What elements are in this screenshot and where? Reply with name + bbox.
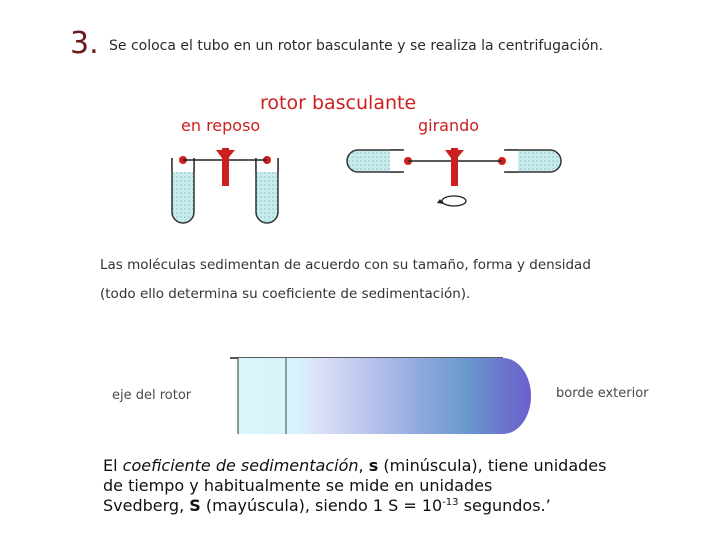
sedimentation-tube: [230, 357, 531, 434]
step-text: Se coloca el tubo en un rotor basculante…: [109, 38, 604, 54]
rest-label: en reposo: [181, 116, 261, 135]
tube-spin-left: [346, 149, 402, 173]
paragraph-line-3: Svedberg, S (mayúscula), siendo 1 S = 10…: [103, 496, 551, 515]
tube-left: [171, 158, 195, 224]
rotor-spinning-diagram: [346, 148, 562, 207]
description-line-2: (todo ello determina su coeficiente de s…: [100, 286, 471, 302]
rotation-arrow-icon: [441, 195, 467, 207]
step-number: 3.: [70, 26, 99, 61]
rotor-rest-diagram: [171, 148, 279, 224]
description-line-1: Las moléculas sedimentan de acuerdo con …: [100, 257, 591, 273]
tube-right: [255, 158, 279, 224]
diagram-title: rotor basculante: [260, 92, 417, 114]
spin-label: girando: [418, 116, 480, 135]
rotor-axis-label: eje del rotor: [112, 388, 192, 403]
tube-spin-right: [506, 149, 562, 173]
paragraph-line-1: El coeficiente de sedimentación, s (minú…: [103, 456, 607, 475]
paragraph-line-2: de tiempo y habitualmente se mide en uni…: [103, 476, 493, 495]
outer-edge-label: borde exterior: [556, 386, 649, 401]
svedberg-paragraph: El coeficiente de sedimentación, s (minú…: [103, 456, 693, 516]
